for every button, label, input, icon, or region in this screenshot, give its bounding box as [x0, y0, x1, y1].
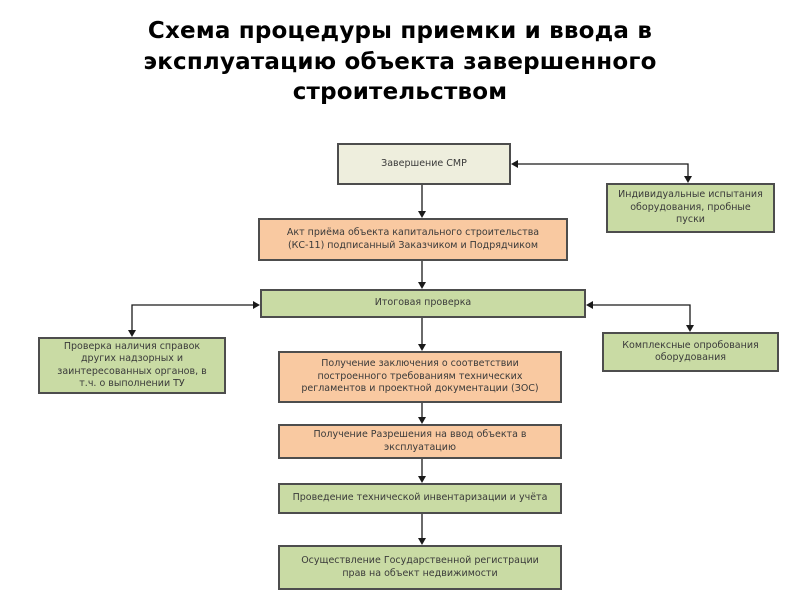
node-zavershenie-smr: Завершение СМР	[337, 143, 511, 185]
node-proverka-spravok: Проверка наличия справок других надзорны…	[38, 337, 226, 394]
node-gosudarstvennaya-registratsiya: Осуществление Государственной регистраци…	[278, 545, 562, 590]
node-individualnye-ispytaniya: Индивидуальные испытания оборудования, п…	[606, 183, 775, 233]
node-zaklyuchenie-zos: Получение заключения о соответствии пост…	[278, 351, 562, 403]
node-kompleksnye-oprobovaniya: Комплексные опробования оборудования	[602, 332, 779, 372]
node-akt-priema-ks11: Акт приёма объекта капитального строител…	[258, 218, 568, 261]
node-razreshenie-na-vvod: Получение Разрешения на ввод объекта в э…	[278, 424, 562, 459]
page-title: Схема процедуры приемки и ввода в эксплу…	[143, 18, 657, 106]
node-itogovaya-proverka: Итоговая проверка	[260, 289, 586, 318]
node-tekhnicheskaya-inventarizatsiya: Проведение технической инвентаризации и …	[278, 483, 562, 514]
